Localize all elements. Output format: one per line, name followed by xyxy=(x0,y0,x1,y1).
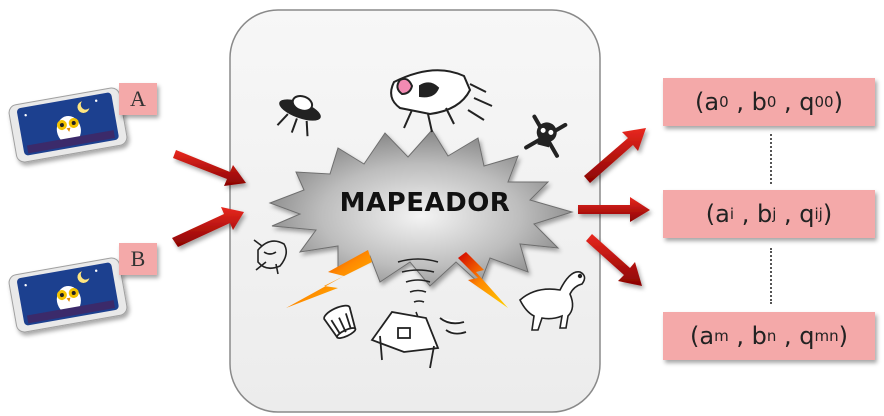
tuple-q-sub: mn xyxy=(814,327,838,345)
input-label-b: B xyxy=(119,243,157,275)
tuple-q: q xyxy=(799,200,814,228)
tuple-a: a xyxy=(715,200,730,228)
tuple-a: a xyxy=(699,322,714,350)
tuple-b: b xyxy=(757,200,772,228)
tuple-a-sub: 0 xyxy=(719,93,729,111)
tuple-q: q xyxy=(799,322,814,350)
tuple-b-sub: n xyxy=(767,327,777,345)
ellipsis-connector xyxy=(770,248,772,304)
tuple-a-sub: m xyxy=(714,327,729,345)
input-label-a: A xyxy=(119,83,157,115)
tuple-a-sub: i xyxy=(730,205,734,223)
input-card-a xyxy=(8,87,128,164)
tuple-b: b xyxy=(752,88,767,116)
tuple-q-sub: 00 xyxy=(814,93,833,111)
tuple-q-sub: ij xyxy=(814,205,822,223)
tuple-q: q xyxy=(799,88,814,116)
input-card-b xyxy=(8,257,128,334)
ellipsis-connector xyxy=(770,134,772,184)
mapper-label: MAPEADOR xyxy=(330,188,520,218)
tuple-b-sub: j xyxy=(772,205,776,223)
tuple-b: b xyxy=(752,322,767,350)
tuple-b-sub: 0 xyxy=(767,93,777,111)
tuple-a: a xyxy=(704,88,719,116)
